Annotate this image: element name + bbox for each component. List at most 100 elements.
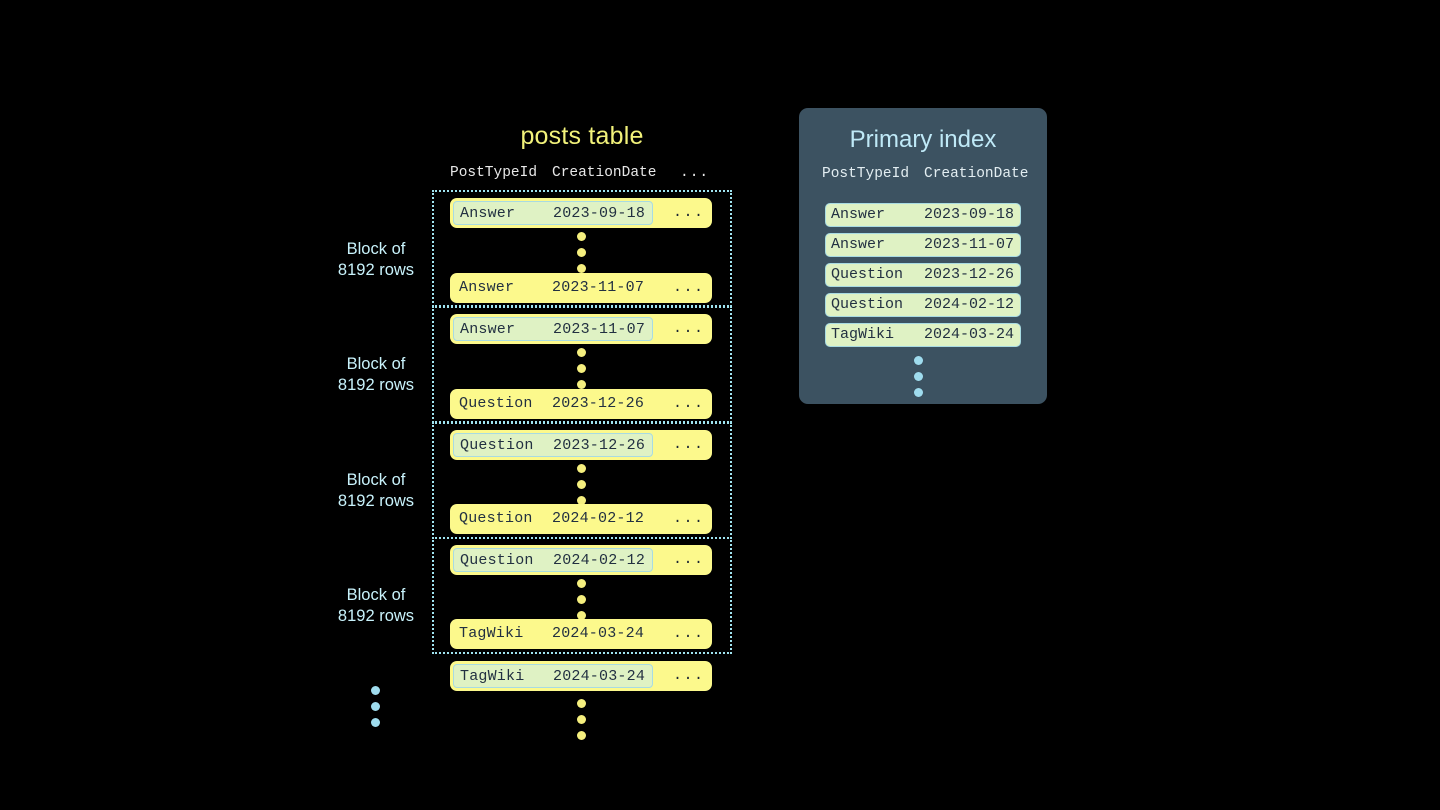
posts-table-title: posts table [520, 122, 644, 150]
index-row[interactable]: Question 2023-12-26 [825, 263, 1021, 287]
row-cells: Question 2024-02-12 [453, 507, 653, 531]
index-continuation-dots [914, 356, 923, 404]
block-label-1-line2: 8192 rows [337, 261, 415, 279]
cell-creation-date: 2024-02-12 [553, 552, 646, 569]
block-label-2-line1: Block of [346, 355, 406, 373]
dot [577, 380, 586, 389]
row-highlight-pill: Question 2024-02-12 [453, 548, 653, 572]
row-cells: Question 2023-12-26 [453, 392, 653, 416]
cell-creation-date: 2023-11-07 [553, 321, 646, 338]
cell-ellipsis: ... [673, 551, 705, 568]
table-continuation-dots [577, 699, 586, 747]
cell-creation-date: 2023-12-26 [553, 437, 646, 454]
dot [577, 699, 586, 708]
row-cells: TagWiki 2024-03-24 [453, 622, 653, 646]
cell-ellipsis: ... [673, 395, 705, 412]
dot [577, 731, 586, 740]
cell-creation-date: 2024-02-12 [924, 296, 1015, 313]
cell-post-type-id: Question [459, 510, 533, 527]
dot [577, 496, 586, 505]
cell-creation-date: 2023-11-07 [924, 236, 1015, 253]
table-row[interactable]: Question 2024-02-12 ... [450, 545, 712, 575]
cell-creation-date: 2023-12-26 [552, 395, 645, 412]
dot [577, 595, 586, 604]
column-header-post-type-id: PostTypeId [450, 165, 538, 181]
table-row[interactable]: Question 2024-02-12 ... [450, 504, 712, 534]
cell-post-type-id: TagWiki [460, 668, 525, 685]
row-highlight-pill: Answer 2023-09-18 [453, 201, 653, 225]
dot [577, 611, 586, 620]
row-gap-dots [577, 464, 586, 512]
block-label-2-line2: 8192 rows [337, 376, 415, 394]
dot [577, 480, 586, 489]
column-header-ellipsis: ... [680, 165, 710, 181]
cell-post-type-id: Answer [459, 279, 515, 296]
cell-creation-date: 2023-09-18 [924, 206, 1015, 223]
dot [371, 686, 380, 695]
cell-ellipsis: ... [673, 510, 705, 527]
dot [577, 364, 586, 373]
dot [914, 356, 923, 365]
table-row[interactable]: Answer 2023-11-07 ... [450, 314, 712, 344]
cell-ellipsis: ... [673, 279, 705, 296]
dot [371, 702, 380, 711]
block-label-1: Block of 8192 rows [301, 239, 451, 281]
block-label-2: Block of 8192 rows [301, 354, 451, 396]
cell-post-type-id: TagWiki [831, 326, 895, 343]
dot [577, 715, 586, 724]
index-row[interactable]: Question 2024-02-12 [825, 293, 1021, 317]
cell-creation-date: 2023-12-26 [924, 266, 1015, 283]
cell-post-type-id: Answer [831, 206, 886, 223]
row-highlight-pill: TagWiki 2024-03-24 [453, 664, 653, 688]
index-row[interactable]: Answer 2023-09-18 [825, 203, 1021, 227]
cell-post-type-id: Question [460, 552, 534, 569]
cell-post-type-id: Question [831, 296, 904, 313]
cell-post-type-id: Question [460, 437, 534, 454]
cell-creation-date: 2024-03-24 [552, 625, 645, 642]
primary-index-column-headers: PostTypeId CreationDate [799, 166, 1047, 186]
block-label-3-line1: Block of [346, 471, 406, 489]
dot [914, 388, 923, 397]
block-continuation-dots [371, 686, 380, 734]
table-row[interactable]: Question 2023-12-26 ... [450, 389, 712, 419]
row-gap-dots [577, 348, 586, 396]
cell-post-type-id: Question [831, 266, 904, 283]
table-row[interactable]: Answer 2023-09-18 ... [450, 198, 712, 228]
cell-creation-date: 2023-11-07 [552, 279, 645, 296]
row-cells: Answer 2023-11-07 [453, 276, 653, 300]
posts-table-column-headers: PostTypeId CreationDate ... [432, 165, 732, 187]
dot [577, 248, 586, 257]
cell-ellipsis: ... [673, 667, 705, 684]
table-row[interactable]: TagWiki 2024-03-24 ... [450, 619, 712, 649]
block-label-1-line1: Block of [346, 240, 406, 258]
primary-index-panel: Primary index PostTypeId CreationDate An… [799, 108, 1047, 404]
table-row[interactable]: TagWiki 2024-03-24 ... [450, 661, 712, 691]
dot [577, 579, 586, 588]
index-row[interactable]: TagWiki 2024-03-24 [825, 323, 1021, 347]
dot [577, 264, 586, 273]
cell-ellipsis: ... [673, 436, 705, 453]
cell-creation-date: 2024-03-24 [924, 326, 1015, 343]
cell-post-type-id: Answer [831, 236, 886, 253]
column-header-creation-date: CreationDate [924, 166, 1029, 182]
block-box-4 [432, 537, 732, 654]
dot [914, 372, 923, 381]
cell-post-type-id: Question [459, 395, 533, 412]
cell-post-type-id: Answer [460, 205, 516, 222]
table-row[interactable]: Answer 2023-11-07 ... [450, 273, 712, 303]
cell-ellipsis: ... [673, 320, 705, 337]
block-label-4-line2: 8192 rows [337, 607, 415, 625]
table-row[interactable]: Question 2023-12-26 ... [450, 430, 712, 460]
row-highlight-pill: Question 2023-12-26 [453, 433, 653, 457]
row-gap-dots [577, 579, 586, 627]
dot [371, 718, 380, 727]
block-label-3: Block of 8192 rows [301, 470, 451, 512]
index-row[interactable]: Answer 2023-11-07 [825, 233, 1021, 257]
cell-ellipsis: ... [673, 625, 705, 642]
cell-creation-date: 2024-02-12 [552, 510, 645, 527]
primary-index-title: Primary index [849, 126, 997, 153]
cell-post-type-id: TagWiki [459, 625, 524, 642]
cell-creation-date: 2023-09-18 [553, 205, 646, 222]
cell-ellipsis: ... [673, 204, 705, 221]
cell-post-type-id: Answer [460, 321, 516, 338]
